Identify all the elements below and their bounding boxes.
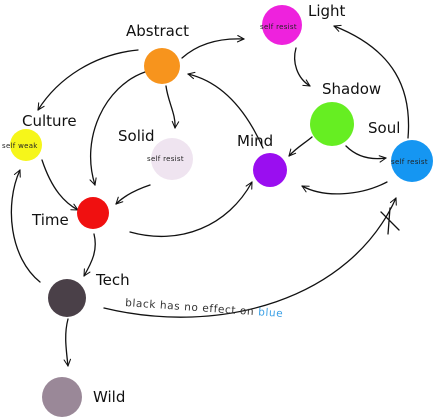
node-time-circle <box>77 197 109 229</box>
node-culture-circle <box>10 129 42 161</box>
edge-time-tech <box>83 233 96 277</box>
node-time[interactable]: Time <box>31 197 109 229</box>
node-abstract-label: Abstract <box>126 22 189 40</box>
edge-tech-culture <box>10 169 41 283</box>
node-light-circle <box>262 5 302 45</box>
edge-time-mind <box>129 181 253 238</box>
edge-tech-soul <box>103 197 397 318</box>
node-solid-label: Solid <box>118 127 155 145</box>
edge-solid-time <box>115 184 151 205</box>
node-mind[interactable]: Mind <box>237 132 287 187</box>
edge-mind-abstract <box>187 71 264 149</box>
node-abstract-circle <box>144 48 180 84</box>
node-light-label: Light <box>308 2 346 20</box>
node-time-label: Time <box>31 211 69 229</box>
node-shadow-label: Shadow <box>322 80 381 98</box>
annotation-highlight: blue <box>258 306 284 320</box>
node-light-note: self resist <box>260 23 297 31</box>
nodes: Abstract self resist Light self weak Cul… <box>2 2 433 417</box>
node-mind-label: Mind <box>237 132 273 150</box>
edge-abstract-time <box>89 71 146 186</box>
edge-shadow-mind <box>288 136 313 157</box>
node-mind-circle <box>253 153 287 187</box>
node-tech-label: Tech <box>95 271 130 289</box>
node-soul-circle <box>391 140 433 182</box>
node-soul-label: Soul <box>368 119 400 137</box>
node-soul-note: self resist <box>391 158 428 166</box>
node-culture-label: Culture <box>22 112 77 130</box>
node-solid-circle <box>151 138 193 180</box>
edge-abstract-solid <box>165 85 180 129</box>
node-culture-note: self weak <box>2 142 38 150</box>
edge-soul-mind <box>301 181 388 195</box>
edge-shadow-soul <box>345 145 387 163</box>
node-shadow-circle <box>310 102 354 146</box>
edges <box>10 24 410 367</box>
node-tech-circle <box>48 279 86 317</box>
node-wild[interactable]: Wild <box>42 377 125 417</box>
edge-abstract-culture <box>37 49 139 111</box>
node-solid-note: self resist <box>147 155 184 163</box>
node-culture[interactable]: self weak Culture <box>2 112 77 161</box>
node-wild-circle <box>42 377 82 417</box>
node-tech[interactable]: Tech <box>48 271 130 317</box>
edge-tech-wild <box>63 318 71 367</box>
edge-tech-soul-cross <box>380 207 400 235</box>
node-abstract[interactable]: Abstract <box>126 22 189 84</box>
edge-soul-light <box>333 24 410 139</box>
node-light[interactable]: self resist Light <box>260 2 346 45</box>
node-wild-label: Wild <box>93 388 125 406</box>
edge-culture-time <box>41 159 79 211</box>
node-shadow[interactable]: Shadow <box>310 80 381 146</box>
node-solid[interactable]: self resist Solid <box>118 127 193 180</box>
edge-light-shadow <box>294 47 311 87</box>
node-soul[interactable]: self resist Soul <box>368 119 433 182</box>
edge-abstract-light <box>181 34 245 59</box>
